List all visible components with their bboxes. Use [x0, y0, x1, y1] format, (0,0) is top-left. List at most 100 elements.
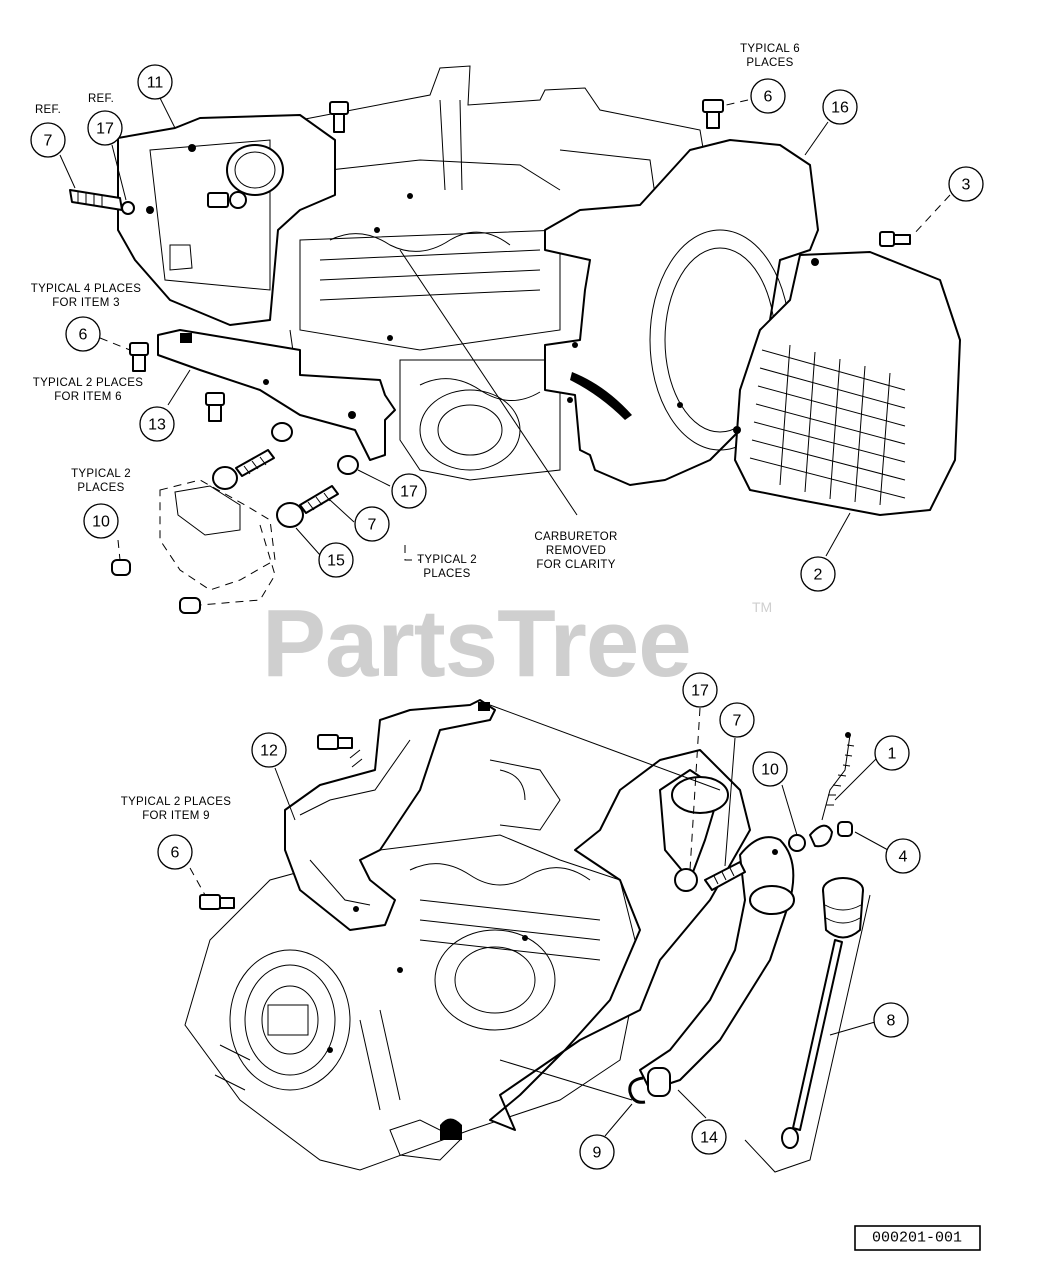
callout-circle — [579, 1134, 615, 1170]
callout-circle — [251, 732, 287, 768]
callout-bubble: 3 — [948, 166, 984, 202]
callout-bubble: 12 — [251, 732, 287, 768]
callout-circle — [391, 473, 427, 509]
callout-bubble: 7 — [719, 702, 755, 738]
part-9-o-ring — [628, 1076, 646, 1104]
part-2-intake-screen — [733, 251, 961, 516]
callout-number: 11 — [147, 75, 164, 92]
cover-screw — [207, 191, 247, 209]
note-text: TYPICAL 2 PLACES FOR ITEM 6 — [33, 377, 144, 403]
part-17-washers — [212, 422, 359, 528]
callout-bubble: 17 — [87, 110, 123, 146]
note-line: FOR ITEM 6 — [54, 391, 122, 403]
callout-circle — [83, 503, 119, 539]
callout-number: 10 — [761, 762, 779, 779]
callout-circle — [87, 110, 123, 146]
callout-number: 8 — [887, 1013, 896, 1030]
callout-number: 6 — [764, 89, 773, 106]
callout-bubble: 13 — [139, 406, 175, 442]
callout-number: 17 — [691, 683, 709, 700]
note-line: REMOVED — [546, 545, 606, 557]
callout-circle — [65, 316, 101, 352]
lower-engine-assembly — [184, 699, 889, 1173]
part-8-dipstick — [781, 877, 864, 1149]
note-text: CARBURETOR REMOVED FOR CLARITY — [534, 531, 617, 571]
callout-circle — [719, 702, 755, 738]
callout-bubble: 16 — [822, 89, 858, 125]
callout-bubble: 10 — [752, 751, 788, 787]
callout-number: 7 — [733, 713, 742, 730]
watermark: PartsTree TM — [262, 590, 772, 697]
callout-bubble: 17 — [391, 473, 427, 509]
note-line: PLACES — [746, 57, 793, 69]
note-line: TYPICAL 2 — [71, 468, 131, 480]
part-7-studs — [235, 449, 339, 514]
callout-number: 16 — [831, 100, 849, 117]
note-line: TYPICAL 2 PLACES — [33, 377, 144, 389]
bracket-bolts — [129, 99, 911, 422]
note-line: TYPICAL 2 PLACES — [121, 796, 232, 808]
note-text: REF. — [88, 93, 114, 105]
callout-circle — [691, 1119, 727, 1155]
callout-bubble: 7 — [30, 122, 66, 158]
callout-bubble: 11 — [137, 64, 173, 100]
part-10-mount-block — [111, 479, 276, 614]
callout-circle — [874, 735, 910, 771]
callout-bubble: 1 — [874, 735, 910, 771]
part-14-dipstick-tube — [489, 749, 795, 1131]
callout-number: 6 — [171, 845, 180, 862]
note-text: REF. — [35, 104, 61, 116]
callout-bubble: 6 — [157, 834, 193, 870]
drawing-code-box: 000201-001 — [854, 1225, 981, 1251]
callout-bubble: 7 — [354, 506, 390, 542]
note-line: TYPICAL 2 — [417, 554, 477, 566]
callout-circle — [137, 64, 173, 100]
drawing-code: 000201-001 — [872, 1230, 962, 1247]
note-line: TYPICAL 6 — [740, 43, 800, 55]
callout-circle — [885, 838, 921, 874]
part-11-cover-plate — [117, 114, 336, 326]
callout-circle — [682, 672, 718, 708]
callout-circle — [948, 166, 984, 202]
callout-number: 9 — [593, 1145, 602, 1162]
callout-number: 2 — [814, 567, 823, 584]
callout-number: 15 — [327, 553, 345, 570]
screen-grille — [749, 344, 906, 506]
lower-stud-washer — [674, 861, 746, 892]
callout-number: 6 — [79, 327, 88, 344]
callout-circle — [139, 406, 175, 442]
lower-leader-lines — [189, 704, 889, 1173]
callout-circle — [752, 751, 788, 787]
callout-bubble: 14 — [691, 1119, 727, 1155]
lower-nut-clip-wire — [788, 732, 855, 852]
callout-number: 13 — [148, 417, 166, 434]
callout-number: 12 — [260, 743, 278, 760]
callout-number: 7 — [368, 517, 377, 534]
watermark-text: PartsTree — [262, 590, 691, 697]
note-line: FOR CLARITY — [536, 559, 615, 571]
callout-circle — [873, 1002, 909, 1038]
callout-circle — [822, 89, 858, 125]
lower-engine-block — [184, 759, 641, 1171]
callout-circle — [157, 834, 193, 870]
callout-circle — [318, 542, 354, 578]
callout-bubble: 8 — [873, 1002, 909, 1038]
note-line: FOR ITEM 3 — [52, 297, 120, 309]
callout-number: 3 — [962, 177, 971, 194]
note-line: REF. — [88, 93, 114, 105]
callout-number: 1 — [888, 746, 897, 763]
note-text: TYPICAL 2 PLACES — [71, 468, 131, 494]
callout-circle — [30, 122, 66, 158]
part-12-bracket — [284, 699, 496, 931]
callout-bubble: 9 — [579, 1134, 615, 1170]
note-line: PLACES — [77, 482, 124, 494]
callout-number: 17 — [400, 484, 418, 501]
callout-bubble: 17 — [682, 672, 718, 708]
note-line: CARBURETOR — [534, 531, 617, 543]
callout-bubble: 4 — [885, 838, 921, 874]
